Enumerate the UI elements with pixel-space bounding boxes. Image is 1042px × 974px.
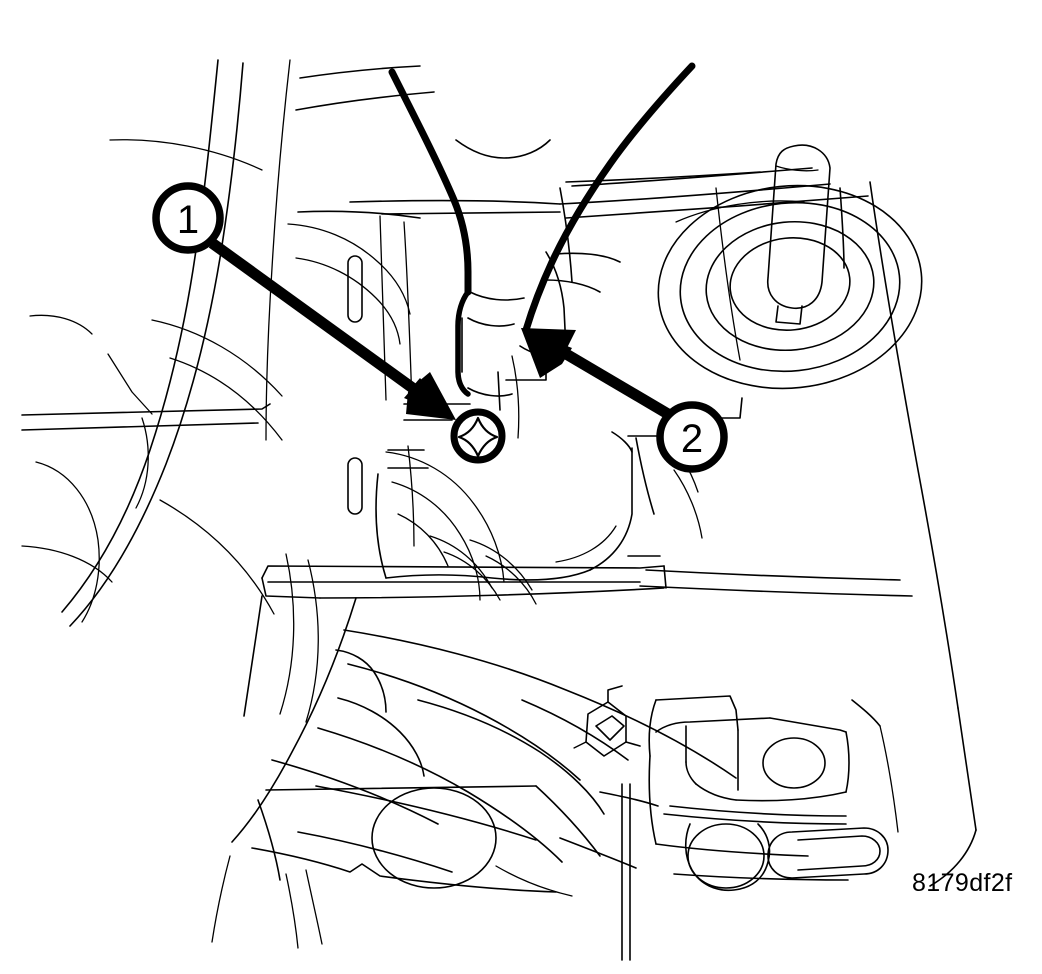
console-slot-lower xyxy=(347,457,363,515)
parking-brake-knob xyxy=(767,144,831,325)
shift-lever-boot-left xyxy=(388,68,551,397)
callout-2-number: 2 xyxy=(681,417,703,461)
callout-2-leader xyxy=(521,328,671,419)
console-slot-upper xyxy=(347,255,363,323)
lower-left-detail xyxy=(211,595,263,943)
shift-lever-boot-right xyxy=(497,62,813,439)
callout-1-leader xyxy=(208,238,456,420)
figure-id-label: 8179df2f xyxy=(912,869,1013,897)
lower-console-bracket xyxy=(231,597,737,949)
switch-bezel-panel xyxy=(648,695,899,892)
console-diamond-clip xyxy=(573,685,641,757)
parking-brake-dial xyxy=(657,184,923,390)
callout-1[interactable]: 1 xyxy=(152,182,224,254)
upper-console-surface xyxy=(265,59,869,441)
callout-2[interactable]: 2 xyxy=(656,401,728,473)
console-retaining-bolt xyxy=(450,408,506,464)
callout-2-circle xyxy=(656,401,728,473)
left-console-trim xyxy=(21,59,319,723)
console-well xyxy=(375,403,633,605)
console-center-divider xyxy=(599,783,659,961)
callout-1-number: 1 xyxy=(177,198,199,242)
callout-1-circle xyxy=(152,182,224,254)
console-front-ledge xyxy=(261,565,667,599)
